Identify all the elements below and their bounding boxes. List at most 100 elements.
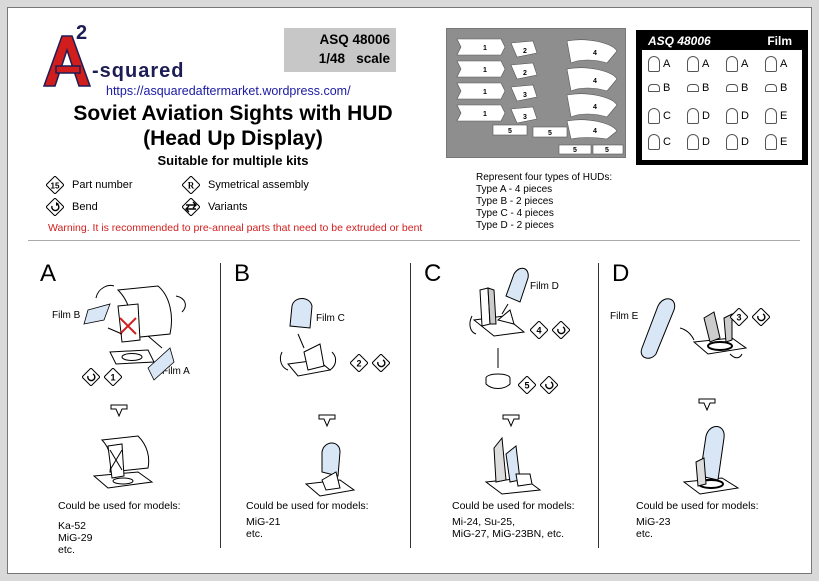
film-piece: D <box>687 108 710 124</box>
panel-d: D Film E 3 Could be used for models: MiG… <box>598 256 811 566</box>
film-piece-letter: D <box>741 109 749 122</box>
film-piece-outline <box>648 56 660 72</box>
panel-divider <box>598 263 599 548</box>
svg-text:2: 2 <box>356 359 361 369</box>
film-piece-outline <box>726 84 738 93</box>
product-code-box: ASQ 48006 1/48 scale <box>284 28 396 72</box>
used-for-heading: Could be used for models: <box>452 500 575 512</box>
film-piece-letter: B <box>741 82 749 94</box>
film-piece-letter: A <box>702 57 710 70</box>
part-number-symbol: 15 <box>51 182 60 191</box>
fret-part-5b: 5 <box>548 130 552 137</box>
film-piece-letter: A <box>780 57 788 70</box>
film-piece: B <box>648 82 670 94</box>
film-piece-letter: B <box>663 82 671 94</box>
fret-part-1c: 1 <box>483 89 487 96</box>
part-number-badge: 3 <box>730 308 748 326</box>
film-piece: B <box>687 82 709 94</box>
model-item: etc. <box>636 528 653 540</box>
fret-part-5d: 5 <box>605 147 609 154</box>
model-item: MiG-21 <box>246 516 281 528</box>
legend-part-number: 15 Part number <box>46 176 133 194</box>
used-for-heading: Could be used for models: <box>58 500 181 512</box>
used-for-heading: Could be used for models: <box>246 500 369 512</box>
part-number-badge: 2 <box>350 354 368 372</box>
film-piece: C <box>648 134 671 150</box>
svg-text:4: 4 <box>536 326 541 336</box>
warning-text: Warning. It is recommended to pre-anneal… <box>48 222 423 234</box>
hud-type-item: Type C - 4 pieces <box>476 208 554 219</box>
scale-label: 1/48 scale <box>318 51 390 66</box>
step-arrow-icon <box>318 414 336 428</box>
fret-part-4d: 4 <box>593 128 597 135</box>
film-piece: D <box>687 134 710 150</box>
panel-a: A Film B Film A 1 <box>8 256 220 566</box>
fret-part-1b: 1 <box>483 67 487 74</box>
model-item: etc. <box>246 528 263 540</box>
logo-text: squared <box>99 60 185 82</box>
assembly-b-exploded <box>279 298 337 377</box>
model-list: MiG-21 etc. <box>246 516 280 540</box>
film-piece: A <box>765 56 787 72</box>
part-callout-b: 2 <box>350 354 390 372</box>
bend-icon <box>46 198 64 216</box>
film-piece-outline <box>765 134 777 150</box>
legend-symmetrical-label: Symetrical assembly <box>208 179 309 191</box>
film-piece-outline <box>687 108 699 124</box>
fret-part-4b: 4 <box>593 78 597 85</box>
film-piece-outline <box>726 134 738 150</box>
film-piece-letter: D <box>702 135 710 148</box>
assembly-b-complete <box>304 442 356 497</box>
photoetch-fret: 1 1 1 1 2 2 3 3 4 4 4 4 5 5 5 5 <box>446 28 626 158</box>
callout-film-b: Film B <box>52 310 81 321</box>
film-piece-outline <box>648 134 660 150</box>
film-piece-outline <box>765 108 777 124</box>
fret-part-3b: 3 <box>523 114 527 121</box>
callout-film-d: Film D <box>530 281 559 292</box>
legend-variants-label: Variants <box>208 201 248 213</box>
part-callout-d: 3 <box>730 308 770 326</box>
logo-superscript: 2 <box>76 22 88 44</box>
film-code: ASQ 48006 <box>648 34 711 48</box>
logo-a-icon <box>42 35 92 87</box>
film-piece: C <box>648 108 671 124</box>
hud-type-item: Type A - 4 pieces <box>476 184 553 195</box>
bend-icon <box>540 376 558 394</box>
step-arrow-icon <box>110 404 128 418</box>
film-piece-letter: E <box>780 135 788 148</box>
film-piece: D <box>726 108 749 124</box>
title-line1: Soviet Aviation Sights with HUD <box>73 102 393 125</box>
legend-bend-label: Bend <box>72 201 98 213</box>
film-piece: E <box>765 134 787 150</box>
subtitle: Suitable for multiple kits <box>157 153 309 168</box>
product-code: ASQ 48006 <box>319 32 390 47</box>
bend-icon <box>752 308 770 326</box>
film-piece-letter: A <box>741 57 749 70</box>
model-item: MiG-29 <box>58 532 93 544</box>
website-url[interactable]: https://asquaredaftermarket.wordpress.co… <box>106 84 351 98</box>
film-piece-outline <box>687 84 699 93</box>
film-piece: A <box>726 56 748 72</box>
model-item: MiG-27, MiG-23BN, etc. <box>452 528 565 540</box>
hud-types-heading: Represent four types of HUDs: <box>476 172 613 183</box>
part-callout-c2: 5 <box>518 376 558 394</box>
part-number-badge: 5 <box>518 376 536 394</box>
assembly-d-complete <box>682 426 740 495</box>
film-piece-outline <box>726 56 738 72</box>
fret-part-2b: 2 <box>523 70 527 77</box>
film-piece-outline <box>648 108 660 124</box>
film-piece: A <box>648 56 670 72</box>
film-piece: E <box>765 108 787 124</box>
hud-type-item: Type D - 2 pieces <box>476 220 554 231</box>
legend-part-number-label: Part number <box>72 179 133 191</box>
assembly-d-exploded <box>640 298 748 359</box>
panel-c: C Film D 4 5 Could be used for models <box>410 256 598 566</box>
photoetch-parts-drawing: 1 1 1 1 2 2 3 3 4 4 4 4 5 5 5 5 <box>456 38 624 155</box>
fret-part-2a: 2 <box>523 48 527 55</box>
bend-icon <box>552 321 570 339</box>
panel-letter: B <box>234 260 251 287</box>
legend-bend: Bend <box>46 198 98 216</box>
legend-symmetrical: R Symetrical assembly <box>182 176 309 194</box>
